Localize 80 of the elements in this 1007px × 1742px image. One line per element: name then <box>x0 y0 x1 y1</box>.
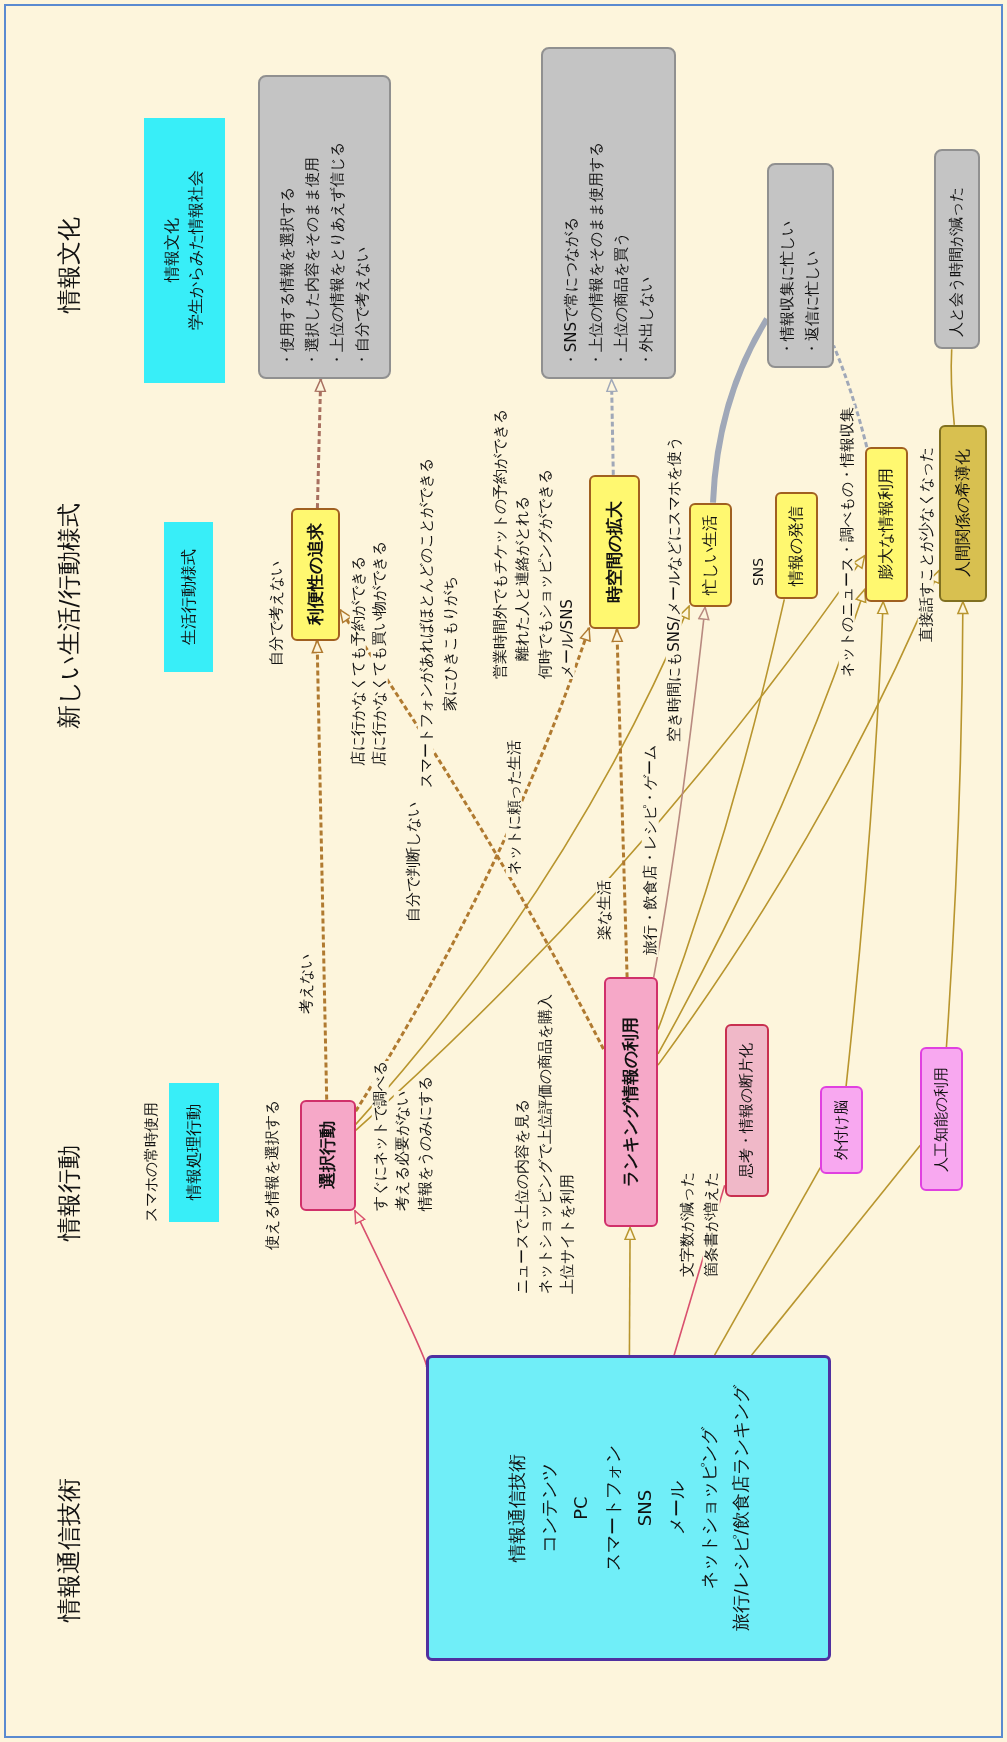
arrow <box>314 378 327 509</box>
box-text: 情報文化 <box>161 218 183 283</box>
annotation: 店に行かなくても買い物ができる <box>370 541 388 767</box>
annotation: スマートフォンがあればほとんどのことができる <box>417 458 434 789</box>
list-item: ・上位の情報をそのまま使用する <box>585 142 606 368</box>
lifestyle-box: 利便性の追求 <box>291 508 341 641</box>
edge-label: 考えない <box>297 952 314 1017</box>
arrow <box>657 569 940 1066</box>
annotation: 考える必要がない <box>394 1090 411 1211</box>
list-item: スマートフォン <box>600 1445 624 1572</box>
list-item: SNS <box>632 1489 656 1527</box>
arrow <box>354 605 690 1126</box>
edge-label: 旅行・飲食店・レシピ・ゲーム <box>641 743 659 958</box>
annotation: 離れた人と連絡がとれる <box>514 495 531 661</box>
category-box: 生活行動様式 <box>164 521 214 672</box>
annotation: 直接話すことが少なくなった <box>917 446 935 642</box>
arrow <box>624 1226 636 1356</box>
annotation: 箇条書が増えた <box>703 1172 720 1278</box>
arrow <box>845 600 889 1087</box>
note-box <box>541 47 676 380</box>
annotation: スマホの常時使用 <box>142 1101 160 1222</box>
edge-label: ネットに頼った生活 <box>505 738 522 878</box>
note-box: 人と会う時間が減った <box>933 149 981 350</box>
list-item: ・選択した内容をそのまま使用 <box>301 157 322 368</box>
lifestyle-box: 人間関係の希薄化 <box>939 424 987 602</box>
list-box <box>425 1355 832 1661</box>
column-heading: 情報通信技術 <box>55 1477 83 1622</box>
note-box <box>257 74 392 380</box>
list-item: ・使用する情報を選択する <box>276 187 297 368</box>
arrow <box>611 628 629 978</box>
list-item: ・上位の商品を買う <box>610 232 631 368</box>
behavior-box: 思考・情報の断片化 <box>724 1024 770 1198</box>
annotation: 上位サイトを利用 <box>558 1174 576 1295</box>
annotation: 情報をうのみにする <box>416 1075 433 1211</box>
list-item: ・返信に忙しい <box>802 251 823 357</box>
list-item: ・上位の情報をとりあえず信じる <box>326 142 347 368</box>
behavior-box: 選択行動 <box>300 1099 356 1211</box>
list-item: ・外出しない <box>635 277 656 368</box>
annotation: 営業時間外でもチケットの予約ができる <box>491 409 509 680</box>
list-item: 情報通信技術 <box>504 1454 528 1563</box>
arrow <box>311 639 329 1100</box>
box-text: 学生からみた情報社会 <box>185 170 207 331</box>
lifestyle-box: 情報の発信 <box>774 491 819 600</box>
behavior-box: 外付け脳 <box>820 1086 863 1175</box>
lifestyle-box: 忙しい生活 <box>689 502 733 608</box>
list-item: PC <box>568 1496 592 1520</box>
lifestyle-box: 膨大な情報利用 <box>864 447 909 602</box>
arrow <box>606 378 618 475</box>
edge-label: ネットのニュース・調べもの・情報収集 <box>838 405 856 680</box>
list-item: コンテンツ <box>536 1463 560 1554</box>
list-item: メール <box>664 1481 688 1536</box>
annotation: 何時でもショッピングができる <box>536 469 553 680</box>
column-heading: 新しい生活/行動様式 <box>55 503 83 730</box>
arrow <box>945 600 969 1049</box>
list-item: ・SNSで常につながる <box>560 217 581 368</box>
category-box <box>144 118 225 383</box>
arrow <box>354 627 591 1112</box>
annotation: 使える情報を選択する <box>264 1099 281 1250</box>
arrow <box>657 588 867 1055</box>
annotation: すぐにネットで調べる <box>371 1060 389 1211</box>
list-item: ・自分で考えない <box>351 247 372 368</box>
list-item: ネットショッピング <box>696 1427 720 1590</box>
column-heading: 情報行動 <box>55 1144 83 1241</box>
arrow <box>652 606 710 979</box>
annotation: 店に行かなくても予約ができる <box>349 556 367 767</box>
annotation: ニュースで上位の内容を見る <box>514 1099 531 1295</box>
behavior-box: 人工知能の利用 <box>920 1047 963 1191</box>
annotation: 家にひきこもりがち <box>441 575 459 711</box>
column-heading: 情報文化 <box>55 216 83 313</box>
lifestyle-box: 時空間の拡大 <box>589 474 641 630</box>
annotation: ネットショッピングで上位評価の商品を購入 <box>536 994 553 1295</box>
list-item: 旅行/レシピ/飲食店ランキング <box>728 1385 752 1632</box>
note-box <box>766 162 834 369</box>
behavior-box: ランキング情報の利用 <box>603 977 658 1228</box>
list-item: ・情報収集に忙しい <box>777 221 798 357</box>
annotation: メール/SNS <box>558 599 576 680</box>
category-box: 情報処理行動 <box>168 1082 219 1222</box>
edge-label: 楽な生活 <box>595 877 612 942</box>
annotation: 文字数が減った <box>678 1172 696 1278</box>
annotation: 自分で考えない <box>267 561 284 667</box>
